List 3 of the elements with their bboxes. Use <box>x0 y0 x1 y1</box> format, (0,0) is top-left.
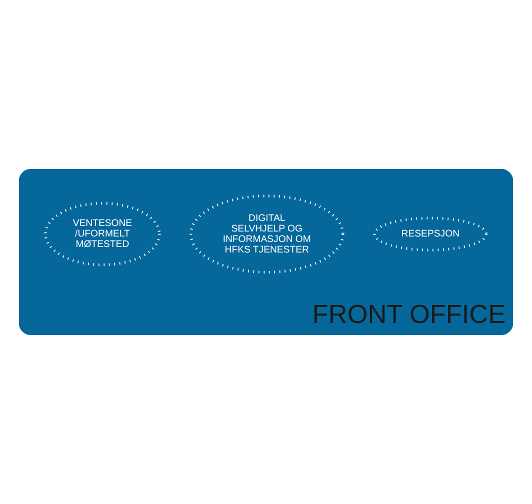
node-ellipse: VENTESONE /UFORMELT MØTESTED <box>44 202 161 266</box>
node-ellipse: RESEPSJON <box>373 216 488 252</box>
node-ellipse: DIGITAL SELVHJELP OG INFORMASJON OM HFKS TJENESTER <box>190 194 344 274</box>
